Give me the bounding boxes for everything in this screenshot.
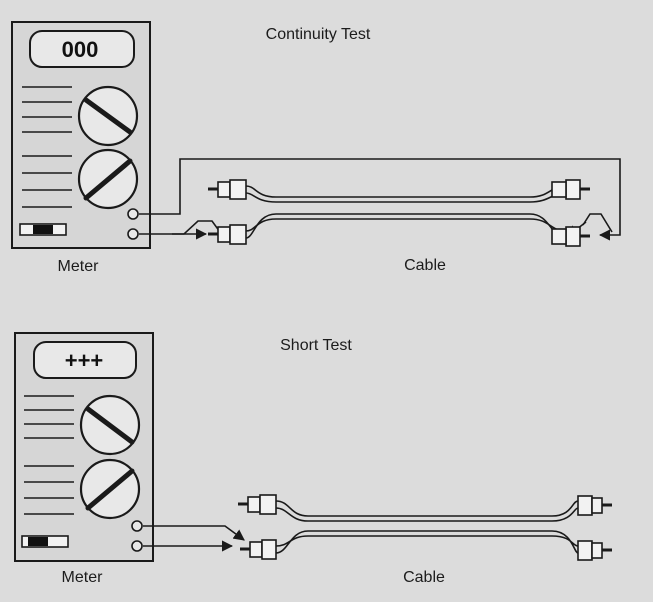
short-test-leads xyxy=(143,525,245,552)
function-dial-knob[interactable] xyxy=(79,458,141,520)
power-switch[interactable] xyxy=(21,535,69,548)
function-dial-knob[interactable] xyxy=(77,148,139,210)
rca-plug-left-bottom xyxy=(240,539,277,560)
rca-plug-right-top xyxy=(577,495,612,516)
continuity-test-title: Continuity Test xyxy=(266,26,371,43)
rca-plug-left-bottom xyxy=(208,224,247,245)
lead-bottom-to-near-plug xyxy=(139,220,221,235)
continuity-cable xyxy=(208,179,590,247)
short-cable xyxy=(238,494,612,561)
meter-jack-bottom[interactable] xyxy=(131,540,143,552)
range-dial-knob[interactable] xyxy=(79,394,141,456)
meter-display xyxy=(29,30,135,68)
continuity-test-section: Continuity Test 000 xyxy=(11,21,621,275)
short-meter: +++ xyxy=(14,332,154,562)
meter-display xyxy=(33,341,137,379)
rca-plug-right-bottom xyxy=(577,540,612,561)
power-switch[interactable] xyxy=(19,223,67,236)
rca-plug-right-top xyxy=(551,179,590,200)
continuity-meter-label: Meter xyxy=(58,258,100,275)
lead-dashed-loop xyxy=(582,213,613,233)
rca-plug-left-top xyxy=(208,179,247,200)
short-cable-label: Cable xyxy=(403,569,445,586)
meter-scale-lines xyxy=(24,395,74,515)
short-test-section: Short Test +++ xyxy=(14,332,612,586)
continuity-meter: 000 xyxy=(11,21,151,249)
range-dial-knob[interactable] xyxy=(77,85,139,147)
meter-scale-lines xyxy=(22,86,72,208)
short-test-title: Short Test xyxy=(280,337,352,354)
meter-jack-bottom[interactable] xyxy=(127,228,139,240)
meter-display-reading: +++ xyxy=(65,348,104,373)
meter-jack-top[interactable] xyxy=(127,208,139,220)
rca-plug-left-top xyxy=(238,494,277,515)
rca-plug-right-bottom xyxy=(551,226,590,247)
short-meter-label: Meter xyxy=(62,569,104,586)
lead-top-to-plug xyxy=(143,525,245,541)
meter-jack-top[interactable] xyxy=(131,520,143,532)
meter-display-reading: 000 xyxy=(62,37,99,62)
continuity-cable-label: Cable xyxy=(404,257,446,274)
lead-top-to-far-plug xyxy=(139,158,621,241)
